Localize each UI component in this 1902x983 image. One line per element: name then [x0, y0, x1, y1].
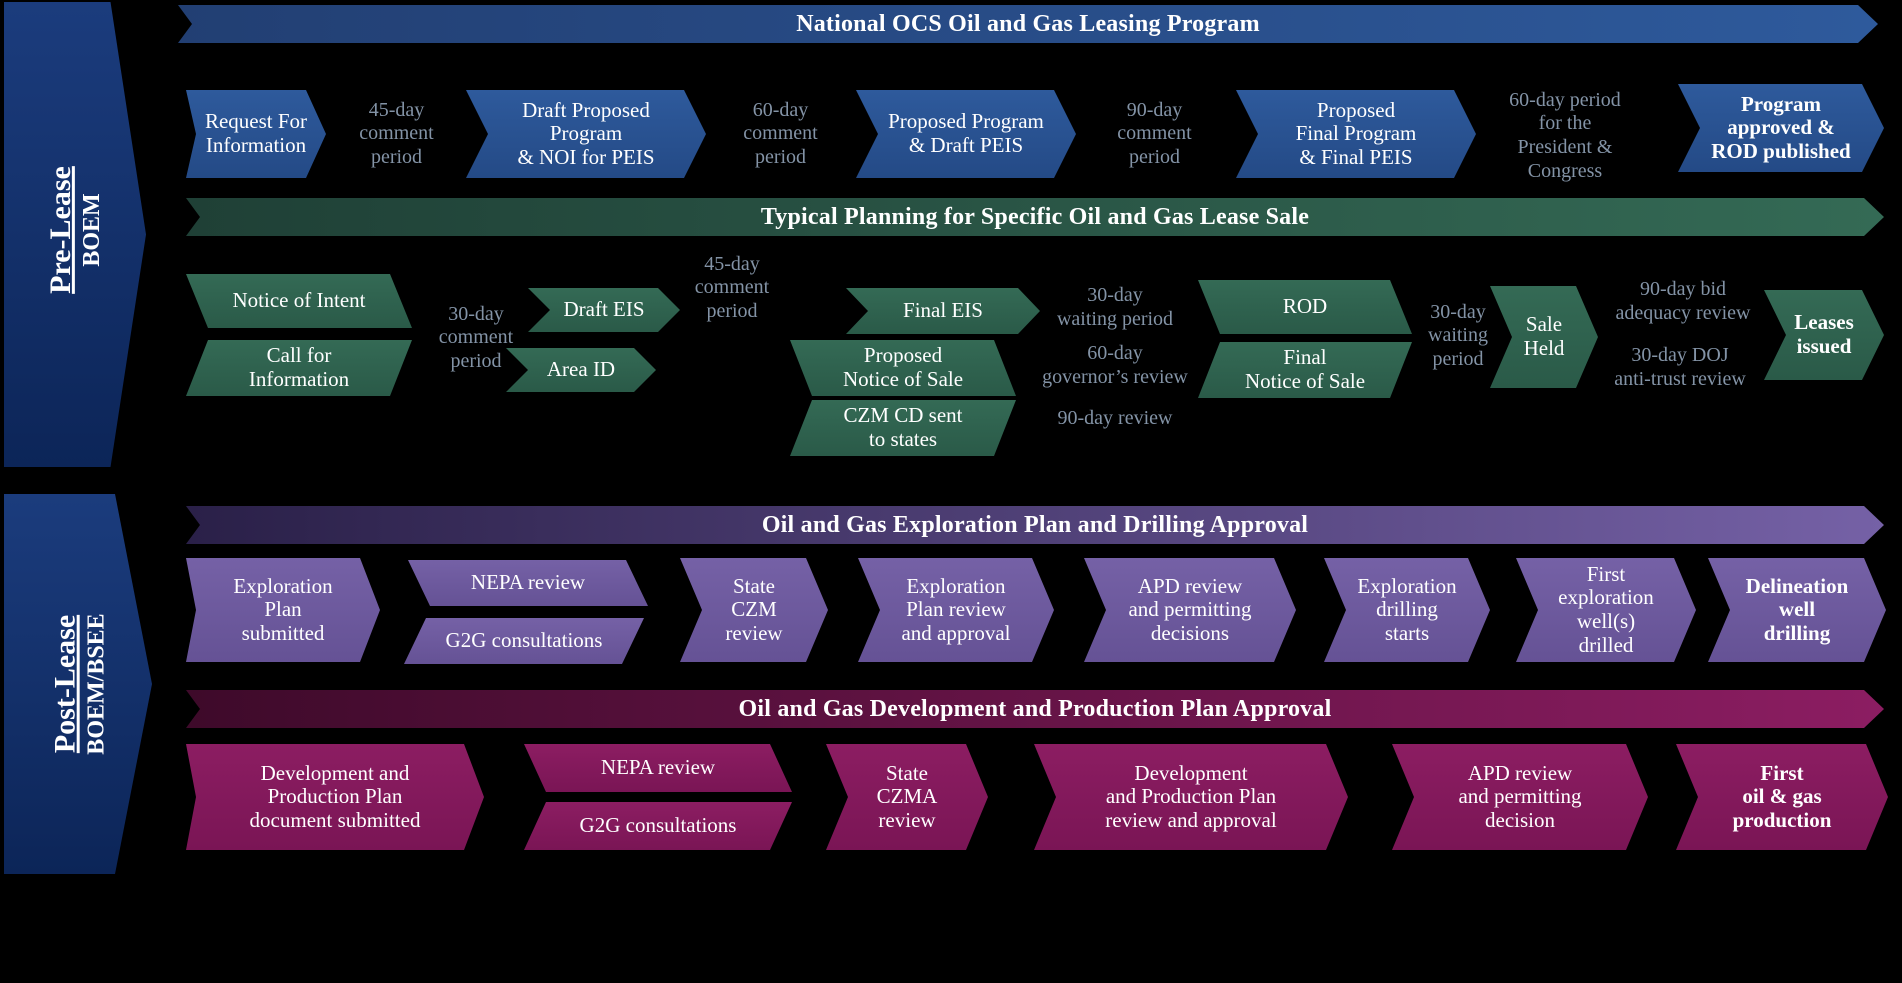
- exploration-plan-submitted-step: Exploration Plan submitted: [186, 558, 380, 662]
- prelease-label: Pre-Lease BOEM: [43, 166, 105, 294]
- nepa-review-exploration-step: NEPA review: [408, 560, 648, 606]
- postlease-title: Post-Lease: [49, 614, 82, 754]
- note-60day-governor: 60-day governor’s review: [1042, 342, 1188, 388]
- call-for-information-step: Call for Information: [186, 340, 412, 396]
- first-exploration-well-step: First exploration well(s) drilled: [1516, 558, 1696, 662]
- draft-proposed-program-step: Draft Proposed Program & NOI for PEIS: [466, 90, 706, 178]
- note-90day-bid: 90-day bid adequacy review: [1615, 278, 1751, 324]
- final-eis-step: Final EIS: [846, 288, 1040, 334]
- g2g-consultations-exploration-step: G2G consultations: [404, 618, 644, 664]
- apd-review-development-step: APD review and permitting decision: [1392, 744, 1648, 850]
- national-banner: National OCS Oil and Gas Leasing Program: [178, 5, 1878, 43]
- nepa-review-development-step: NEPA review: [524, 744, 792, 792]
- delineation-well-drilling-step: Delineation well drilling: [1708, 558, 1886, 662]
- note-90day-national: 90-day comment period: [1117, 98, 1192, 168]
- first-oil-gas-production-step: First oil & gas production: [1676, 744, 1888, 850]
- development-plan-review-step: Development and Production Plan review a…: [1034, 744, 1348, 850]
- prelease-agency: BOEM: [78, 193, 105, 267]
- proposed-final-program-step: Proposed Final Program & Final PEIS: [1236, 90, 1476, 178]
- exploration-plan-review-step: Exploration Plan review and approval: [858, 558, 1054, 662]
- draft-eis-step: Draft EIS: [528, 288, 680, 332]
- development-banner: Oil and Gas Development and Production P…: [186, 690, 1884, 728]
- postlease-label: Post-Lease BOEM/BSEE: [49, 613, 110, 755]
- note-60day-national: 60-day comment period: [743, 98, 818, 168]
- proposed-notice-of-sale-step: Proposed Notice of Sale: [790, 340, 1016, 396]
- apd-review-exploration-step: APD review and permitting decisions: [1084, 558, 1296, 662]
- state-czma-review-step: State CZMA review: [826, 744, 988, 850]
- g2g-consultations-development-step: G2G consultations: [524, 802, 792, 850]
- sale-held-step: Sale Held: [1490, 286, 1598, 388]
- program-approved-step: Program approved & ROD published: [1678, 84, 1884, 172]
- note-30day-comment: 30-day comment period: [438, 302, 514, 372]
- proposed-program-step: Proposed Program & Draft PEIS: [856, 90, 1076, 178]
- note-90day-review: 90-day review: [1057, 407, 1173, 430]
- exploration-drilling-starts-step: Exploration drilling starts: [1324, 558, 1490, 662]
- note-45day-comment: 45-day comment period: [694, 252, 770, 322]
- state-czm-review-step: State CZM review: [680, 558, 828, 662]
- area-id-step: Area ID: [506, 348, 656, 392]
- postlease-agency: BOEM/BSEE: [84, 613, 110, 755]
- rod-step: ROD: [1198, 280, 1412, 334]
- notice-of-intent-step: Notice of Intent: [186, 274, 412, 328]
- request-for-information-step: Request For Information: [186, 90, 326, 178]
- final-notice-of-sale-step: Final Notice of Sale: [1198, 342, 1412, 398]
- prelease-title: Pre-Lease: [43, 166, 77, 294]
- leases-issued-step: Leases issued: [1764, 290, 1884, 380]
- note-30day-waiting: 30-day waiting period: [1056, 284, 1174, 330]
- czm-cd-step: CZM CD sent to states: [790, 400, 1016, 456]
- leasesale-banner: Typical Planning for Specific Oil and Ga…: [186, 198, 1884, 236]
- note-30day-doj: 30-day DOJ anti-trust review: [1614, 344, 1746, 390]
- note-45day-national: 45-day comment period: [359, 98, 434, 168]
- development-plan-submitted-step: Development and Production Plan document…: [186, 744, 484, 850]
- note-30day-waiting-period: 30-day waiting period: [1428, 300, 1488, 370]
- note-60day-president: 60-day period for the President & Congre…: [1509, 88, 1621, 182]
- exploration-banner: Oil and Gas Exploration Plan and Drillin…: [186, 506, 1884, 544]
